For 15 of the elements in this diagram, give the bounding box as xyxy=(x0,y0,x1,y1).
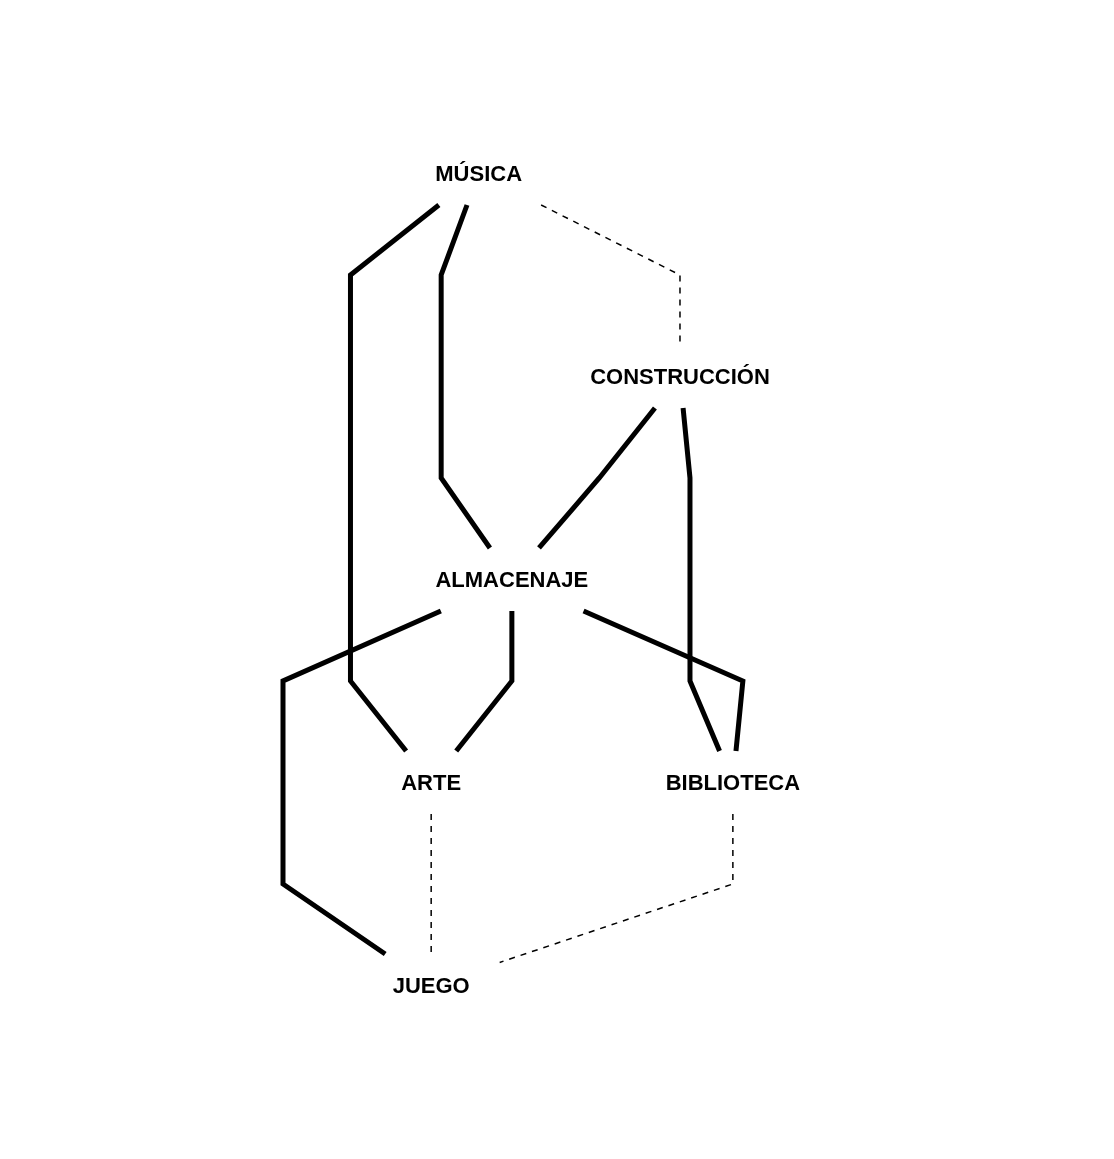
connector xyxy=(681,407,723,752)
connector xyxy=(454,611,515,753)
node-text: ALMACENAJE xyxy=(435,566,589,592)
connector xyxy=(583,608,746,752)
connector xyxy=(280,608,443,957)
node-text: ARTE xyxy=(401,769,462,795)
connector xyxy=(430,813,433,955)
node-text: MÚSICA xyxy=(435,161,523,186)
connector xyxy=(439,204,493,550)
node-text: BIBLIOTECA xyxy=(666,769,801,795)
connector xyxy=(537,406,658,550)
connector xyxy=(348,203,441,753)
node-text: JUEGO xyxy=(393,972,471,998)
connector xyxy=(499,813,735,964)
node-text: CONSTRUCCIÓN xyxy=(590,364,771,389)
